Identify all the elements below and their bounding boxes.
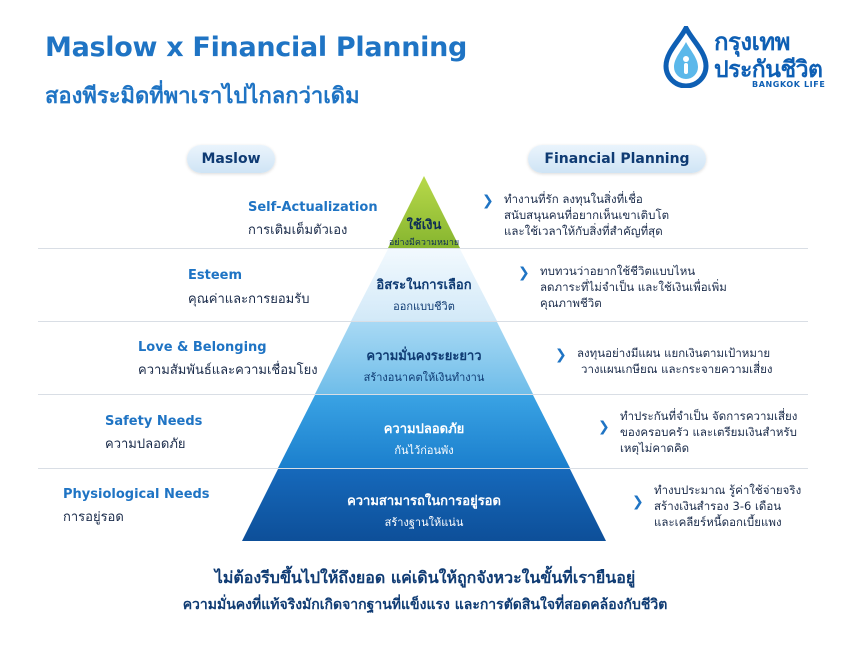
financial-desc-2: ทบทวนว่าอยากใช้ชีวิตแบบไหน ลดภาระที่ไม่จ… xyxy=(540,263,727,311)
pyramid-subtitle: ออกแบบชีวิต xyxy=(393,300,455,313)
financial-line: และใช้เวลาให้กับสิ่งที่สำคัญที่สุด xyxy=(504,224,663,238)
financial-line: ทบทวนว่าอยากใช้ชีวิตแบบไหน xyxy=(540,264,696,278)
page-subtitle: สองพีระมิดที่พาเราไปไกลกว่าเดิม xyxy=(45,84,360,109)
pyramid-tier-3 xyxy=(315,322,533,394)
logo-text-thai-2: ประกันชีวิต xyxy=(714,57,823,83)
financial-desc-5: ทำงบประมาณ รู้ค่าใช้จ่ายจริง สร้างเงินสำ… xyxy=(654,482,801,530)
financial-line: ลดภาระที่ไม่จำเป็น และใช้เงินเพื่อเพิ่ม xyxy=(540,280,727,294)
financial-line: ของครอบครัว และเตรียมเงินสำหรับ xyxy=(620,425,797,439)
bangkok-life-logo: กรุงเทพ ประกันชีวิต BANGKOK LIFE xyxy=(662,26,832,92)
maslow-level-name: Safety Needs xyxy=(105,414,203,429)
chevron-right-icon: ❯ xyxy=(555,347,567,363)
financial-desc-1: ทำงานที่รัก ลงทุนในสิ่งที่เชื่อ สนับสนุน… xyxy=(504,191,669,239)
pyramid-label-2: อิสระในการเลือก ออกแบบชีวิต xyxy=(376,274,471,315)
pyramid-tier-4 xyxy=(278,395,570,468)
divider-line xyxy=(38,468,808,469)
maslow-level-name: Physiological Needs xyxy=(63,487,210,502)
financial-column-header: Financial Planning xyxy=(528,145,706,173)
financial-line: ทำงบประมาณ รู้ค่าใช้จ่ายจริง xyxy=(654,483,802,497)
footer-headline: ไม่ต้องรีบขึ้นไปให้ถึงยอด แค่เดินให้ถูกจ… xyxy=(214,568,636,587)
financial-line: เหตุไม่คาดคิด xyxy=(620,441,690,455)
financial-line: คุณภาพชีวิต xyxy=(540,296,602,310)
financial-line: และเคลียร์หนี้ดอกเบี้ยแพง xyxy=(654,515,782,529)
chevron-right-icon: ❯ xyxy=(518,265,530,281)
financial-line: ทำประกันที่จำเป็น จัดการความเสี่ยง xyxy=(620,409,798,423)
logo-text-thai-1: กรุงเทพ xyxy=(714,28,790,56)
maslow-level-name: Love & Belonging xyxy=(138,340,267,355)
financial-desc-4: ทำประกันที่จำเป็น จัดการความเสี่ยง ของคร… xyxy=(620,408,797,456)
pyramid-title: ความปลอดภัย xyxy=(383,422,465,437)
pyramid-subtitle: สร้างอนาคตให้เงินทำงาน xyxy=(363,371,485,384)
pyramid-title: ความมั่นคงระยะยาว xyxy=(366,349,482,364)
pyramid-tier-1 xyxy=(388,176,460,248)
financial-line: ลงทุนอย่างมีแผน แยกเงินตามเป้าหมาย xyxy=(577,346,771,360)
maslow-level-name: Self-Actualization xyxy=(248,200,378,215)
drop-logo-icon xyxy=(663,26,709,88)
maslow-column-header: Maslow xyxy=(187,145,275,173)
pyramid-title: ความสามารถในการอยู่รอด xyxy=(347,494,501,509)
divider-line xyxy=(38,248,808,249)
maslow-level-desc: การอยู่รอด xyxy=(63,510,124,525)
maslow-level-name: Esteem xyxy=(188,268,243,283)
maslow-level-desc: ความปลอดภัย xyxy=(105,437,186,452)
financial-line: ทำงานที่รัก ลงทุนในสิ่งที่เชื่อ xyxy=(504,192,643,206)
page-title: Maslow x Financial Planning xyxy=(45,32,468,63)
pyramid-tier-2 xyxy=(351,249,497,321)
pyramid-subtitle: สร้างฐานให้แน่น xyxy=(384,516,464,529)
financial-desc-3: ลงทุนอย่างมีแผน แยกเงินตามเป้าหมาย วางแผ… xyxy=(577,345,772,377)
chevron-right-icon: ❯ xyxy=(482,193,494,209)
maslow-level-desc: ความสัมพันธ์และความเชื่อมโยง xyxy=(138,363,318,378)
financial-line: สร้างเงินสำรอง 3-6 เดือน xyxy=(654,499,782,513)
pyramid-label-5: ความสามารถในการอยู่รอด สร้างฐานให้แน่น xyxy=(347,490,501,531)
pyramid-subtitle: กันไว้ก่อนพัง xyxy=(394,444,454,457)
maslow-level-desc: การเติมเต็มตัวเอง xyxy=(248,223,348,238)
pyramid-tier-5 xyxy=(242,469,606,541)
pyramid-title: ใช้เงิน xyxy=(406,218,442,233)
chevron-right-icon: ❯ xyxy=(632,494,644,510)
financial-line: สนับสนุนคนที่อยากเห็นเขาเติบโต xyxy=(504,208,670,222)
pyramid-label-4: ความปลอดภัย กันไว้ก่อนพัง xyxy=(384,418,465,459)
pyramid-label-3: ความมั่นคงระยะยาว สร้างอนาคตให้เงินทำงาน xyxy=(364,345,485,386)
chevron-right-icon: ❯ xyxy=(598,419,610,435)
financial-line: วางแผนเกษียณ และกระจายความเสี่ยง xyxy=(581,362,773,376)
footer-subline: ความมั่นคงที่แท้จริงมักเกิดจากฐานที่แข็ง… xyxy=(182,597,668,613)
divider-line xyxy=(38,321,808,322)
pyramid-title: อิสระในการเลือก xyxy=(376,278,472,293)
pyramid-label-1: ใช้เงิน อย่างมีความหมาย xyxy=(389,214,459,249)
logo-text-english: BANGKOK LIFE xyxy=(752,80,826,89)
maslow-level-desc: คุณค่าและการยอมรับ xyxy=(188,292,310,307)
divider-line xyxy=(38,394,808,395)
pyramid-subtitle: อย่างมีความหมาย xyxy=(388,238,460,248)
